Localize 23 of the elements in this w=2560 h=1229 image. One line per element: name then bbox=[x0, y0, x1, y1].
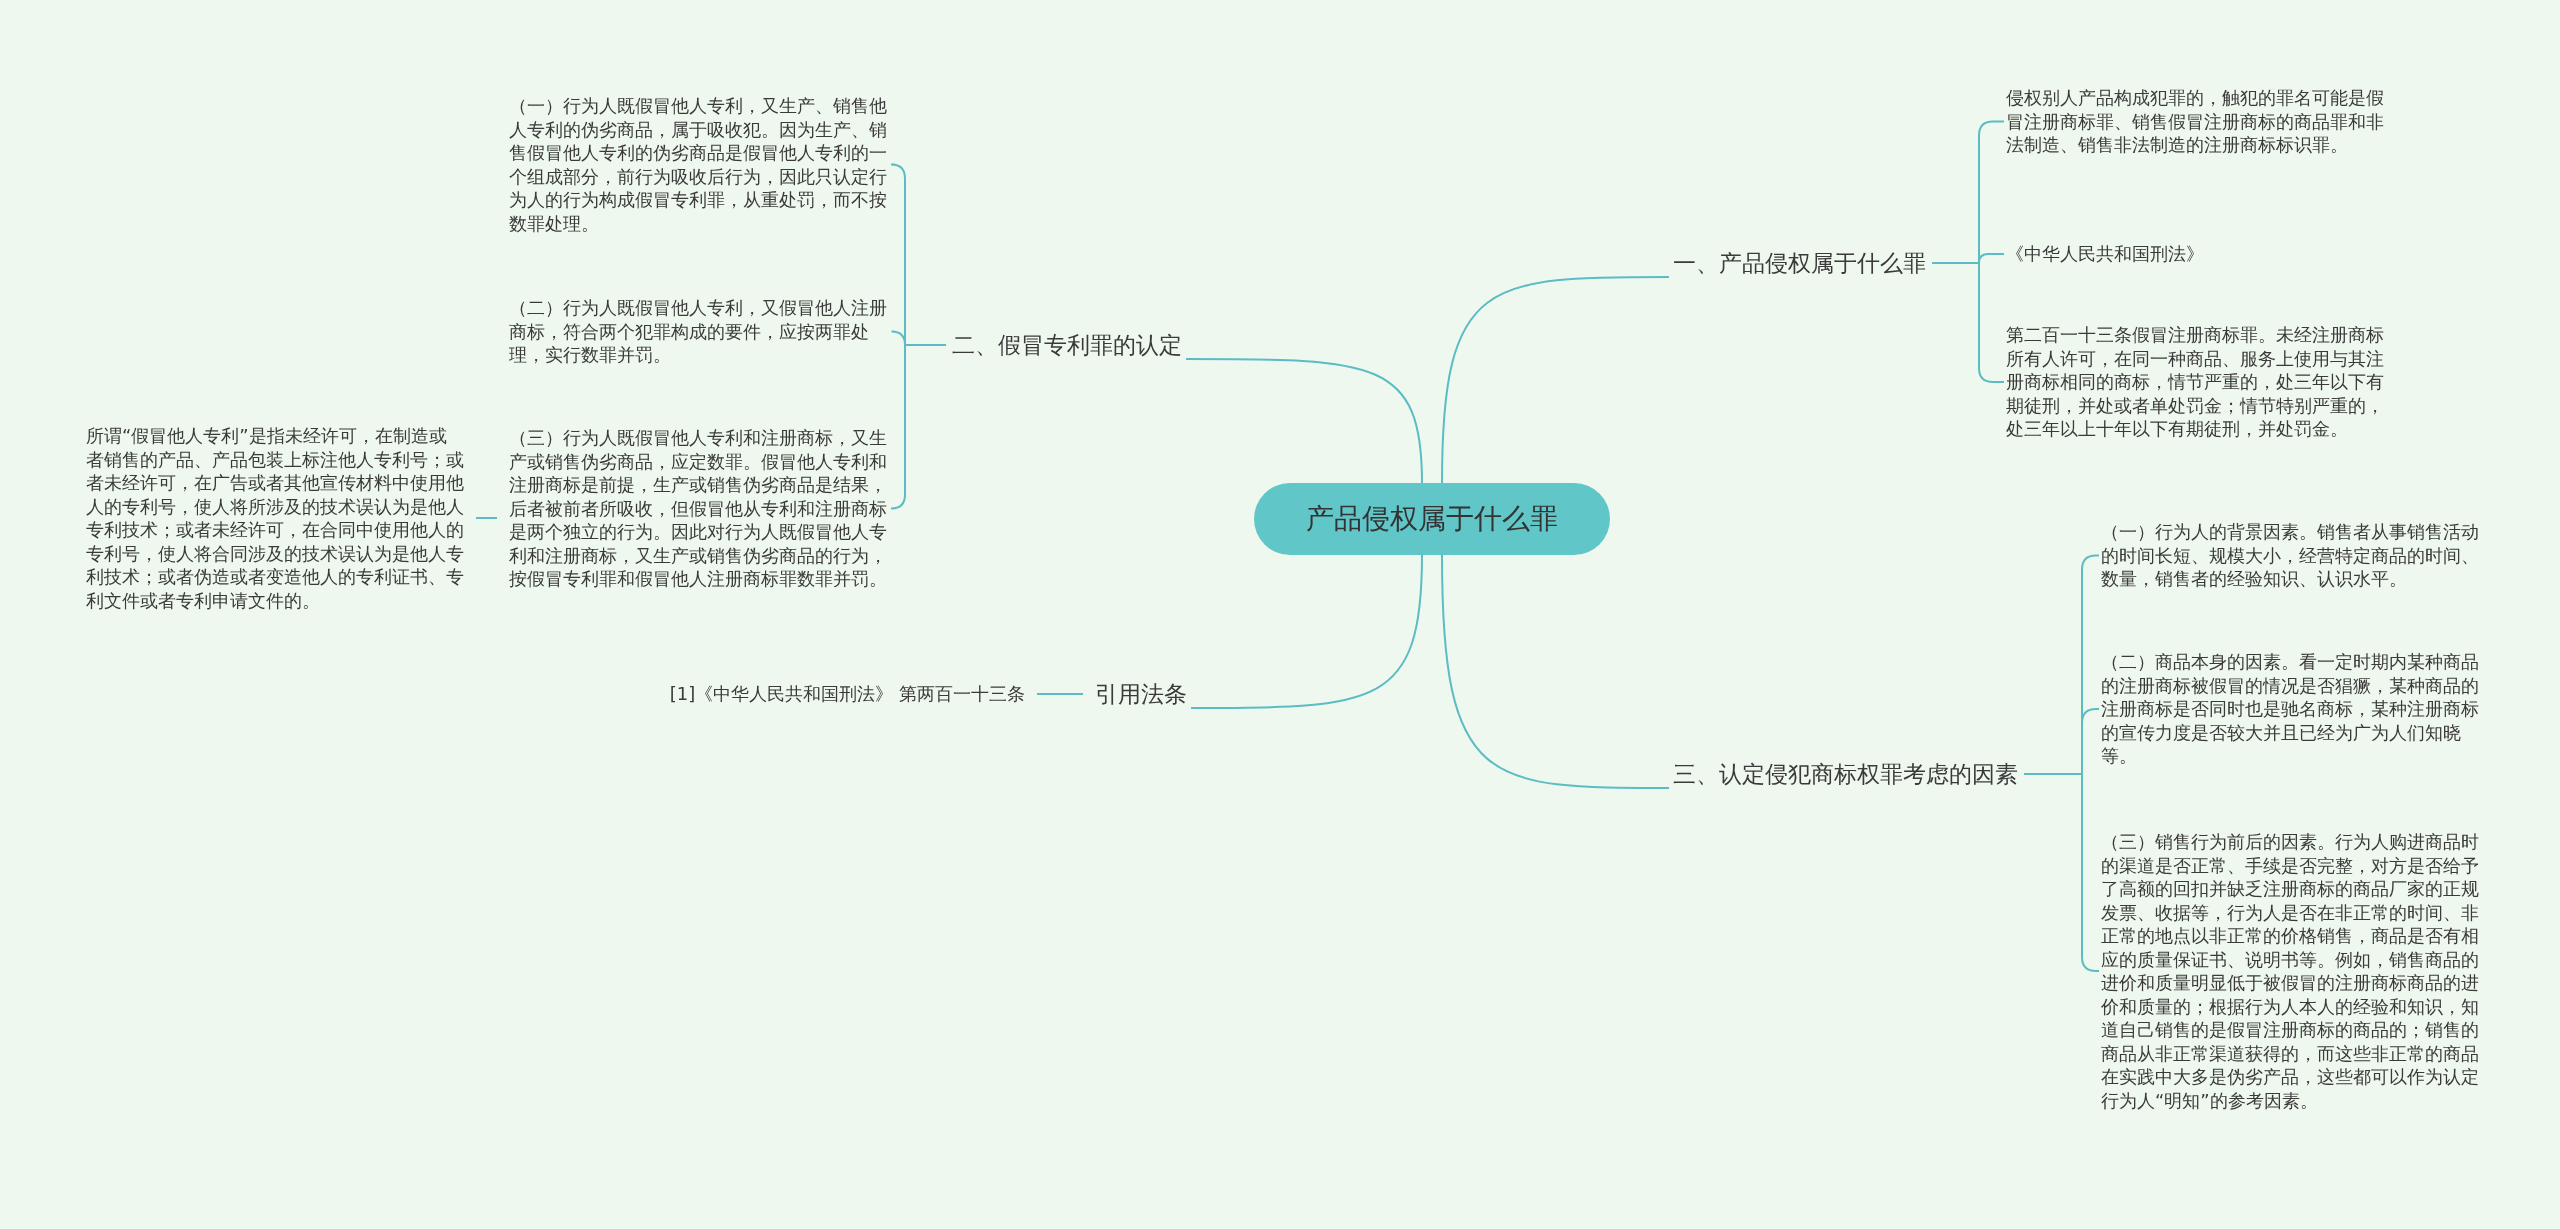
note-text: 第二百一十三条假冒注册商标罪。未经注册商标所有人许可，在同一种商品、服务上使用与其注册商标相同的商标，情节严重的，处三年以下有期徒刑，并处或者单处罚金；情节特别严重的，处三年以上十年以下有期徒刑，并处罚金。 bbox=[2006, 323, 2388, 441]
branch-topic: 二、假冒专利罪的认定 bbox=[952, 330, 1182, 360]
connector-line bbox=[475, 517, 498, 519]
connector-line bbox=[1441, 554, 1670, 789]
note-text: （一）行为人的背景因素。销售者从事销售活动的时间长短、规模大小，经营特定商品的时间、数量，销售者的经验知识、认识水平。 bbox=[2101, 520, 2483, 591]
note-text: （一）行为人既假冒他人专利，又生产、销售他人专利的伪劣商品，属于吸收犯。因为生产、销售假冒他人专利的伪劣商品是假冒他人专利的一个组成部分，前行为吸收后行为，因此只认定行为人的行为构成假冒专利罪，从重处罚，而不按数罪处理。 bbox=[509, 94, 893, 235]
note-text: 《中华人民共和国刑法》 bbox=[2006, 242, 2388, 266]
note-text: （三）行为人既假冒他人专利和注册商标，又生产或销售伪劣商品，应定数罪。假冒他人专利和注册商标是前提，生产或销售伪劣商品是结果，后者被前者所吸收，但假冒他从专利和注册商标是两个独立的行为。因此对行为人既假冒他人专利和注册商标，又生产或销售伪劣商品的行为，按假冒专利罪和假冒他人注册商标罪数罪并罚。 bbox=[509, 426, 893, 591]
note-text: （三）销售行为前后的因素。行为人购进商品时的渠道是否正常、手续是否完整，对方是否给予了高额的回扣并缺乏注册商标的商品厂家的正规发票、收据等，行为人是否在非正常的时间、非正常的地点以非正常的价格销售，商品是否有相应的质量保证书、说明书等。例如，销售商品的进价和质量明显低于被假冒的注册商标商品的进价和质量的；根据行为人本人的经验和知识，知道自己销售的是假冒注册商标的商品的；销售的商品从非正常渠道获得的，而这些非正常的商品在实践中大多是伪劣产品，这些都可以作为认定行为人“明知”的参考因素。 bbox=[2101, 830, 2483, 1112]
note-text: [1]《中华人民共和国刑法》 第两百一十三条 bbox=[669, 682, 1025, 706]
note-text: 侵权别人产品构成犯罪的，触犯的罪名可能是假冒注册商标罪、销售假冒注册商标的商品罪和非法制造、销售非法制造的注册商标标识罪。 bbox=[2006, 86, 2388, 157]
connector-line bbox=[1441, 276, 1670, 484]
branch-topic: 引用法条 bbox=[1095, 679, 1187, 709]
note-text: （二）商品本身的因素。看一定时期内某种商品的注册商标被假冒的情况是否猖獗，某种商品的注册商标是否同时也是驰名商标，某种注册商标的宣传力度是否较大并且已经为广为人们知晓等。 bbox=[2101, 650, 2483, 768]
note-text: 所谓“假冒他人专利”是指未经许可，在制造或者销售的产品、产品包装上标注他人专利号；或者未经许可，在广告或者其他宣传材料中使用他人的专利号，使人将所涉及的技术误认为是他人专利技术；或者未经许可，在合同中使用他人的专利号，使人将合同涉及的技术误认为是他人专利技术；或者伪造或者变造他人的专利证书、专利文件或者专利申请文件的。 bbox=[86, 424, 464, 612]
connector-line bbox=[1190, 554, 1423, 709]
connector-line bbox=[890, 344, 947, 510]
note-text: （二）行为人既假冒他人专利，又假冒他人注册商标，符合两个犯罪构成的要件，应按两罪处理，实行数罪并罚。 bbox=[509, 296, 893, 367]
branch-topic: 三、认定侵犯商标权罪考虑的因素 bbox=[1673, 759, 2018, 789]
central-topic: 产品侵权属于什么罪 bbox=[1254, 483, 1610, 555]
branch-topic: 一、产品侵权属于什么罪 bbox=[1673, 248, 1926, 278]
connector-line bbox=[1185, 358, 1423, 484]
connector-line bbox=[1036, 693, 1084, 695]
